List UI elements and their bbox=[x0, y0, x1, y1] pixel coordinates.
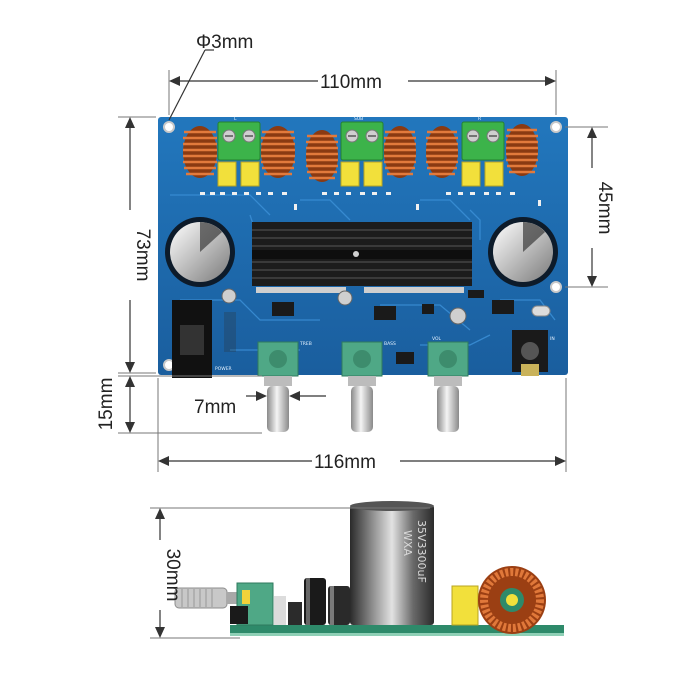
yellow-capacitor bbox=[363, 161, 383, 187]
small-components bbox=[221, 288, 551, 364]
knob-shaft bbox=[267, 386, 289, 432]
capacitor-brand: WXA bbox=[401, 530, 414, 556]
knob-shafts bbox=[264, 376, 462, 432]
electrolytic-capacitor-left bbox=[165, 217, 235, 287]
dim-label: 116mm bbox=[314, 452, 376, 473]
potentiometer-volume: VOL bbox=[427, 336, 469, 377]
mounting-hole bbox=[550, 121, 562, 133]
knob-shaft-side bbox=[174, 587, 237, 609]
knob-shaft bbox=[437, 386, 459, 432]
dim-label: 45mm bbox=[594, 182, 615, 235]
yellow-capacitor-side bbox=[451, 585, 479, 626]
mounting-hole bbox=[163, 121, 175, 133]
silk-label: SUB bbox=[354, 116, 363, 122]
dim-knob-height: 15mm bbox=[96, 375, 262, 434]
dim-knob-width: 7mm bbox=[194, 391, 326, 418]
dim-height-left: 73mm bbox=[118, 116, 156, 374]
smd-components-row bbox=[200, 192, 541, 210]
silk-label: BASS bbox=[384, 341, 396, 347]
pcb-top-view: L bbox=[158, 116, 568, 432]
screw-terminal bbox=[340, 121, 384, 161]
knob-shaft bbox=[264, 376, 292, 386]
ic-pins bbox=[256, 287, 464, 293]
capacitor-rating: 35V3300uF bbox=[415, 520, 428, 583]
electrolytic-capacitor-side: 35V3300uF WXA bbox=[350, 501, 434, 625]
yellow-capacitor bbox=[461, 161, 481, 187]
small-capacitor-side bbox=[274, 596, 286, 625]
knob-shaft bbox=[434, 376, 462, 386]
silk-label: IN bbox=[550, 336, 555, 342]
silk-label: TREB bbox=[299, 341, 312, 347]
inductor bbox=[384, 126, 416, 178]
silk-label: L bbox=[234, 116, 237, 122]
dim-height-right: 45mm bbox=[565, 126, 615, 288]
power-jack: POWER bbox=[172, 300, 232, 378]
channel-left: L bbox=[183, 116, 295, 187]
dim-label: 73mm bbox=[132, 229, 153, 282]
dim-label: 7mm bbox=[194, 397, 236, 418]
silk-label: VOL bbox=[432, 336, 442, 342]
electrolytic-capacitor-right bbox=[488, 217, 558, 287]
knob-shaft bbox=[351, 386, 373, 432]
inductor bbox=[426, 126, 458, 178]
pcb-board-edge bbox=[230, 625, 564, 635]
inductor bbox=[306, 130, 338, 182]
silk-label: POWER bbox=[215, 366, 232, 372]
inductor bbox=[261, 126, 295, 178]
small-capacitor-side bbox=[288, 602, 302, 625]
dim-side-height: 30mm bbox=[150, 507, 430, 639]
dim-top-width: 110mm bbox=[168, 70, 557, 115]
dim-label: 15mm bbox=[96, 378, 117, 431]
inductor bbox=[183, 126, 217, 178]
pcb-side-view: 35V3300uF WXA bbox=[174, 501, 564, 636]
yellow-capacitor bbox=[340, 161, 360, 187]
dim-label: 110mm bbox=[320, 72, 382, 93]
heatsink bbox=[252, 222, 472, 286]
yellow-capacitor bbox=[484, 161, 504, 187]
channel-sub: SUB bbox=[306, 116, 416, 187]
dim-total-width: 116mm bbox=[157, 378, 567, 473]
potentiometer-side bbox=[230, 582, 274, 626]
inductor-side bbox=[478, 566, 546, 634]
channel-right: R bbox=[426, 116, 538, 187]
knob-shaft bbox=[348, 376, 376, 386]
silk-label: R bbox=[478, 116, 481, 122]
dim-label: Φ3mm bbox=[196, 32, 253, 53]
yellow-capacitor bbox=[240, 161, 260, 187]
potentiometer-bass: BASS bbox=[341, 341, 396, 377]
audio-input-jack: IN bbox=[512, 330, 555, 376]
dim-hole-diameter: Φ3mm bbox=[168, 32, 253, 121]
mounting-hole bbox=[550, 281, 562, 293]
screw-terminal bbox=[217, 121, 261, 161]
dim-label: 30mm bbox=[162, 549, 183, 602]
yellow-capacitor bbox=[217, 161, 237, 187]
inductor bbox=[506, 124, 538, 176]
screw-terminal bbox=[461, 121, 505, 161]
